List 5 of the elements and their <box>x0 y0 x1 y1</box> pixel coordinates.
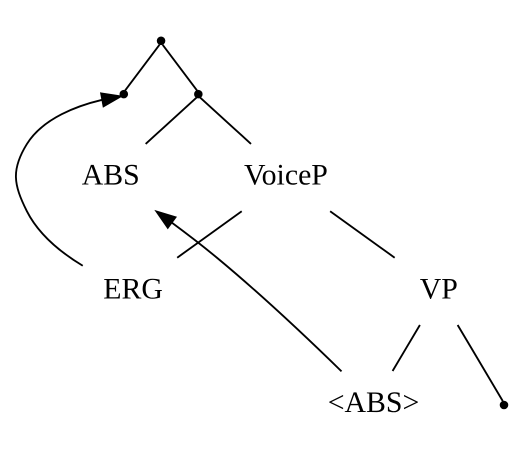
node-text: ERG <box>103 272 163 305</box>
node-text: ABS <box>82 158 140 192</box>
node-text: <ABS> <box>328 386 420 419</box>
node-text: VP <box>420 272 458 305</box>
node-text: VoiceP <box>244 158 328 192</box>
